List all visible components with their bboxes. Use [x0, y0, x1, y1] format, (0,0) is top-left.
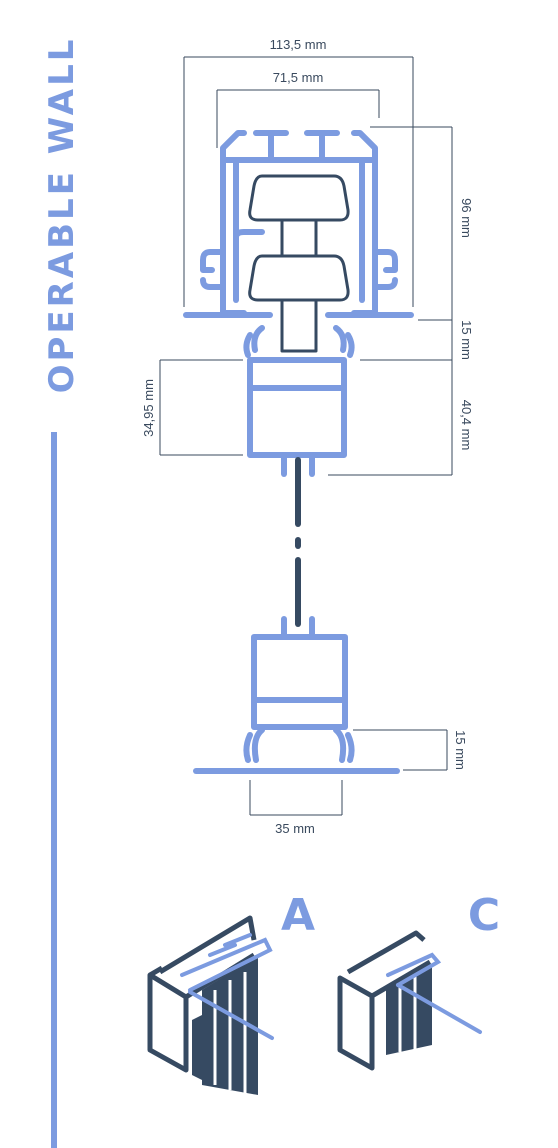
variant-a-illustration: [147, 915, 274, 1095]
rollers: [248, 174, 350, 353]
dim-gap-bottom: 15 mm: [453, 730, 468, 770]
variant-c-illustration: [337, 930, 482, 1071]
dim-carriage-height: 40,4 mm: [459, 400, 474, 451]
dimension-lines: [159, 56, 453, 816]
dim-carriage-left: 34,95 mm: [141, 379, 156, 437]
track-profile: [183, 130, 414, 477]
variant-c-label: C: [468, 890, 500, 941]
dim-bottom-width: 35 mm: [275, 821, 315, 836]
dim-gap-top: 15 mm: [459, 320, 474, 360]
dim-width-inner: 71,5 mm: [273, 70, 324, 85]
dim-width-outer: 113,5 mm: [270, 37, 327, 52]
variant-a-label: A: [281, 890, 315, 941]
bottom-seal: [193, 616, 400, 774]
dim-height-top: 96 mm: [459, 198, 474, 238]
title-divider: [51, 432, 57, 1148]
